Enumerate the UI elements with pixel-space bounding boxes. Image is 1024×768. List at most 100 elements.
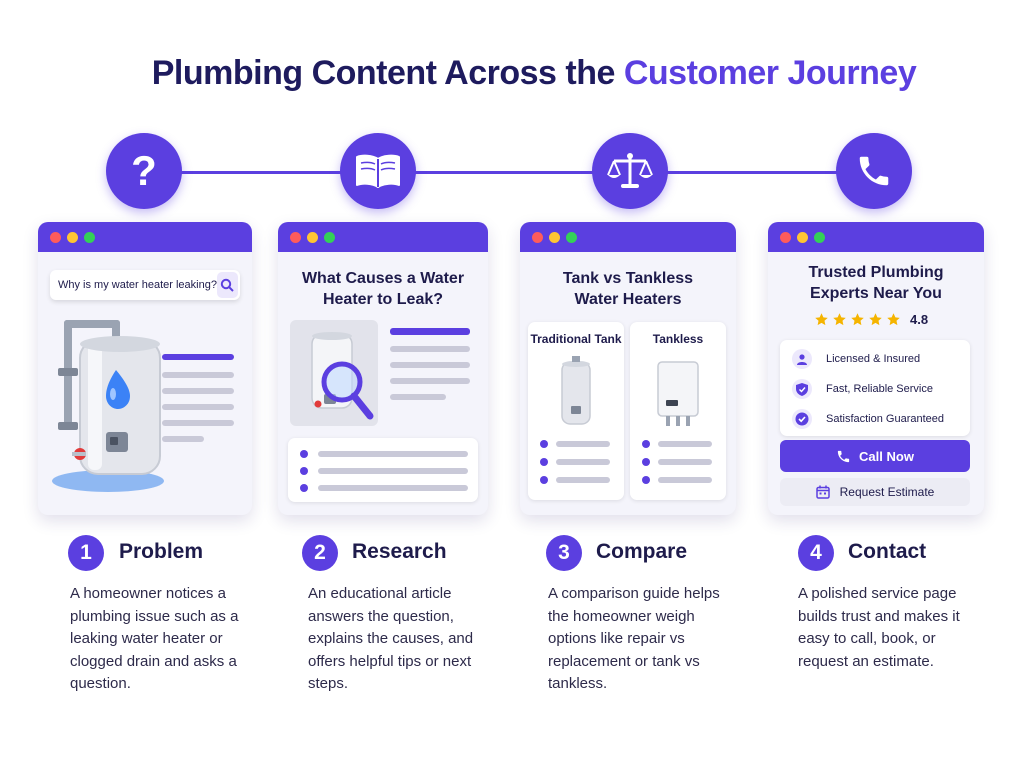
text-line [318,485,468,491]
list-bullet [300,467,308,475]
step-number: 2 [302,535,338,571]
minimize-dot [549,231,560,243]
step-description: An educational article answers the quest… [308,585,474,692]
text-line [390,346,470,352]
step-number: 1 [68,535,104,571]
svg-text:?: ? [131,149,157,193]
feature-list: Licensed & Insured Fast, Reliable Servic… [780,340,970,436]
option-tankless-title: Tankless [652,332,704,346]
maximize-dot [566,231,577,243]
text-line [390,328,470,335]
text-line [556,441,610,447]
list-bullet [300,450,308,458]
text-line [162,436,204,442]
title-accent: Customer Journey [623,54,917,92]
browser-bar [520,222,736,252]
call-now-button[interactable]: Call Now [780,440,970,472]
request-estimate-button[interactable]: Request Estimate [780,478,970,506]
request-estimate-label: Request Estimate [839,485,935,499]
magnifier-water-heater-icon [311,332,374,420]
list-bullet [540,458,548,466]
compare-card: Tank vs Tankless Water Heaters Tradition… [520,222,736,515]
star-icon [887,313,900,326]
star-icon [815,313,828,326]
rating-value: 4.8 [910,312,929,327]
call-now-label: Call Now [859,448,914,464]
text-line [162,388,234,394]
phone-icon [859,156,889,186]
article-heading: What Causes a Water Heater to Leak? [301,270,465,308]
step-description: A homeowner notices a plumbing issue suc… [70,585,239,692]
step-label: Contact [848,540,927,563]
feature-item: Fast, Reliable Service [792,378,933,400]
text-line [390,362,470,368]
calendar-icon [815,485,830,499]
close-dot [290,231,301,243]
search-icon [221,278,235,292]
list-bullet [642,458,650,466]
star-icon [833,313,846,326]
option-tankless: Tankless [630,322,726,500]
maximize-dot [324,231,335,243]
browser-bar [38,222,252,252]
text-line [658,459,712,465]
question-icon: ? [131,149,157,193]
page-title: Plumbing Content Across the Customer Jou… [0,54,1024,93]
text-line [162,372,234,378]
list-bullet [300,484,308,492]
option-tank: Traditional Tank [528,322,624,500]
step-number: 4 [798,535,834,571]
person-icon [792,349,812,369]
star-row [814,312,901,327]
feature-item: Licensed & Insured [792,348,920,370]
browser-bar [768,222,984,252]
text-line [318,468,468,474]
tank-heater-icon [561,356,591,425]
search-query: Why is my water heater leaking? [58,279,217,291]
water-heater-illustration [58,320,161,475]
search-input[interactable]: Why is my water heater leaking? [50,270,240,300]
feature-text: Satisfaction Guaranteed [826,413,945,425]
feature-text: Fast, Reliable Service [826,383,933,395]
problem-card: Why is my water heater leaking? [38,222,252,515]
step-number: 3 [546,535,582,571]
step-label: Problem [119,540,204,563]
research-card: What Causes a Water Heater to Leak? [278,222,488,515]
text-line [556,477,610,483]
service-heading: Trusted Plumbing Experts Near You [808,264,944,302]
text-line [658,477,712,483]
option-tank-title: Traditional Tank [530,332,622,346]
list-bullet [642,476,650,484]
book-icon [356,154,400,188]
water-puddle [52,470,164,492]
step-label: Compare [596,540,688,563]
text-line [162,420,234,426]
text-line [556,459,610,465]
step-4-circle [836,133,912,209]
step-1-circle: ? [106,133,182,209]
tips-list [288,438,478,502]
phone-icon [837,450,850,462]
feature-item: Satisfaction Guaranteed [792,408,944,430]
minimize-dot [797,231,808,243]
close-dot [780,231,791,243]
step-2-circle [340,133,416,209]
browser-bar [278,222,488,252]
step-3-circle [592,133,668,209]
maximize-dot [814,231,825,243]
minimize-dot [67,231,78,243]
title-main: Plumbing Content Across the [151,54,624,92]
star-icon [851,313,864,326]
maximize-dot [84,231,95,243]
list-bullet [540,476,548,484]
minimize-dot [307,231,318,243]
scale-icon [607,153,653,188]
shield-icon [792,379,812,399]
step-label: Research [352,540,447,563]
text-line [162,404,234,410]
text-line [390,378,470,384]
list-bullet [642,440,650,448]
close-dot [532,231,543,243]
search-button[interactable] [216,272,238,298]
tankless-heater-icon [657,361,699,426]
